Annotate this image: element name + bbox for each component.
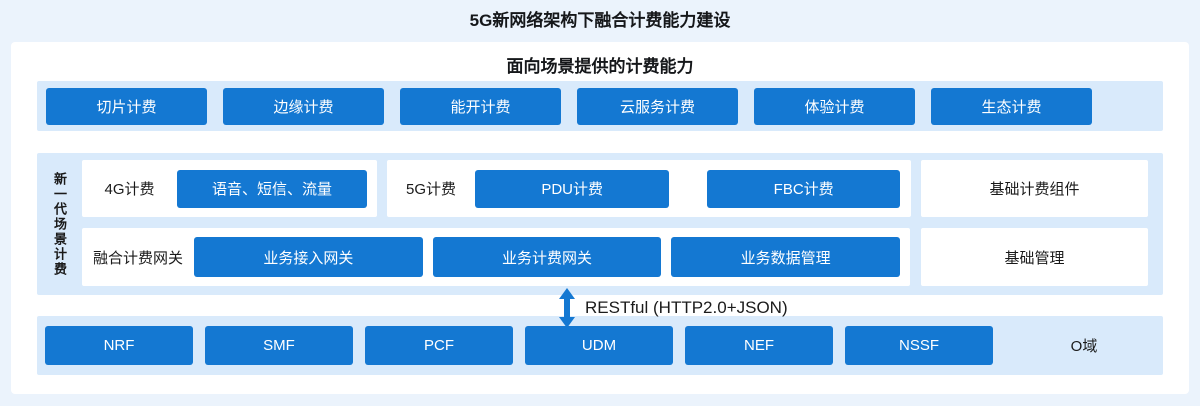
pdu-billing-node: PDU计费 <box>475 169 670 208</box>
nef-node: NEF <box>685 326 833 365</box>
nssf-node: NSSF <box>845 326 993 365</box>
o-domain-label: O域 <box>1070 338 1098 355</box>
architecture-panel: 面向场景提供的计费能力 切片计费 边缘计费 能开计费 云服务计费 体验计费 生态… <box>11 42 1189 394</box>
billing-5g-group: 5G计费 PDU计费 FBC计费 <box>387 160 911 217</box>
network-function-strip: NRF SMF PCF UDM NEF NSSF O域 <box>37 316 1163 375</box>
slice-billing-node: 切片计费 <box>46 87 207 125</box>
scene-row-2: 融合计费网关 业务接入网关 业务计费网关 业务数据管理 基础管理 <box>82 228 1148 286</box>
voice-sms-data-node: 语音、短信、流量 <box>177 169 367 208</box>
service-access-gateway-node: 业务接入网关 <box>194 237 423 277</box>
capability-open-billing-node: 能开计费 <box>400 87 561 125</box>
cloud-service-billing-node: 云服务计费 <box>577 87 738 125</box>
basic-billing-components-label: 基础计费组件 <box>989 181 1080 198</box>
scene-billing-strip: 新一代场景计费 4G计费 语音、短信、流量 5G计费 PDU计费 FBC计费 基… <box>37 153 1163 295</box>
basic-billing-components-box: 基础计费组件 <box>921 160 1148 217</box>
fbc-billing-node: FBC计费 <box>707 169 900 208</box>
pcf-node: PCF <box>365 326 513 365</box>
billing-4g-group: 4G计费 语音、短信、流量 <box>82 160 377 217</box>
capability-strip: 切片计费 边缘计费 能开计费 云服务计费 体验计费 生态计费 <box>37 81 1163 131</box>
restful-interface: RESTful (HTTP2.0+JSON) <box>559 288 788 328</box>
billing-5g-label: 5G计费 <box>405 181 456 198</box>
basic-management-label: 基础管理 <box>1004 249 1065 267</box>
billing-4g-label: 4G计费 <box>104 181 155 198</box>
service-billing-gateway-node: 业务计费网关 <box>432 237 662 277</box>
basic-management-box: 基础管理 <box>921 228 1148 286</box>
scene-vertical-label: 新一代场景计费 <box>52 171 67 277</box>
udm-node: UDM <box>525 326 673 365</box>
double-arrow-icon <box>559 288 575 328</box>
scene-row-1: 4G计费 语音、短信、流量 5G计费 PDU计费 FBC计费 基础计费组件 <box>82 160 1148 217</box>
capability-section-title: 面向场景提供的计费能力 <box>506 57 694 76</box>
converged-billing-gateway-group: 融合计费网关 业务接入网关 业务计费网关 业务数据管理 <box>82 228 910 286</box>
nrf-node: NRF <box>45 326 193 365</box>
edge-billing-node: 边缘计费 <box>223 87 384 125</box>
converged-billing-gateway-label: 融合计费网关 <box>92 249 183 267</box>
restful-interface-label: RESTful (HTTP2.0+JSON) <box>585 298 788 317</box>
smf-node: SMF <box>205 326 353 365</box>
page-title: 5G新网络架构下融合计费能力建设 <box>469 11 731 30</box>
service-data-management-node: 业务数据管理 <box>671 237 901 277</box>
experience-billing-node: 体验计费 <box>754 87 915 125</box>
ecosystem-billing-node: 生态计费 <box>931 87 1092 125</box>
